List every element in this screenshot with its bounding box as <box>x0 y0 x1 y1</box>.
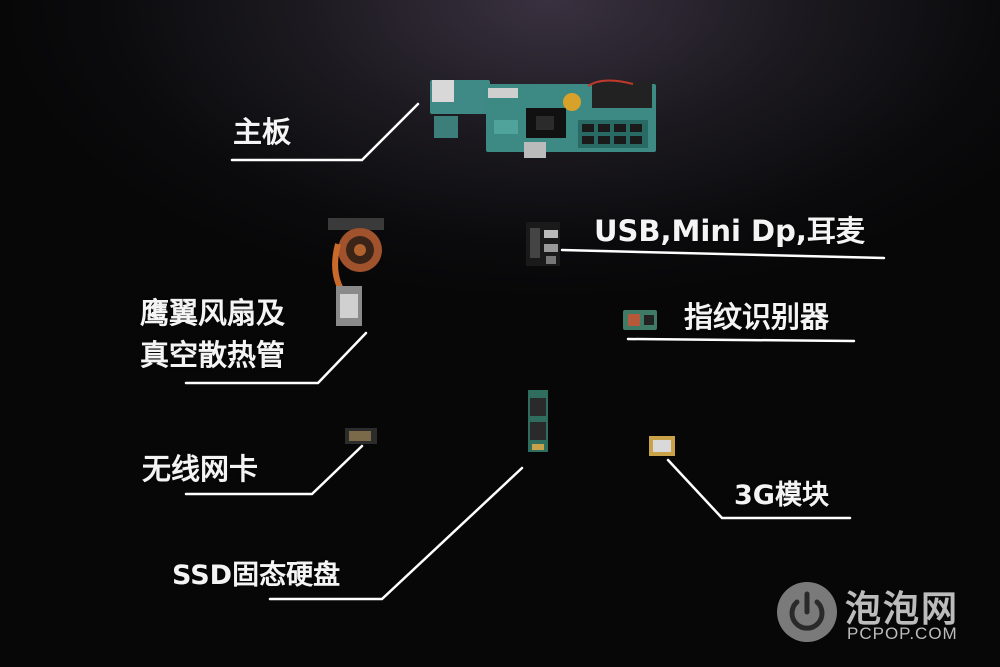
label-fan-line2: 真空散热管 <box>140 338 286 372</box>
label-3g: 3G模块 <box>734 480 829 511</box>
line-ssd <box>268 466 524 601</box>
ports-board-image <box>526 222 560 266</box>
label-ssd: SSD固态硬盘 <box>172 560 341 591</box>
watermark: 泡泡网 PCPOP.COM <box>775 578 985 648</box>
line-motherboard <box>230 102 420 162</box>
power-icon <box>777 582 837 642</box>
line-fan <box>184 331 368 385</box>
label-ports: USB,Mini Dp,耳麦 <box>594 214 865 248</box>
line-3g <box>666 458 852 520</box>
watermark-site: PCPOP.COM <box>847 624 958 643</box>
line-fingerprint <box>626 337 856 343</box>
fan-heatpipe-image <box>328 218 384 326</box>
ssd-image <box>528 390 548 452</box>
3g-module-image <box>649 436 675 456</box>
line-ports <box>560 248 886 260</box>
label-motherboard: 主板 <box>233 115 292 149</box>
label-wifi: 无线网卡 <box>142 452 259 486</box>
label-fan-line1: 鹰翼风扇及 <box>140 296 286 330</box>
label-fingerprint: 指纹识别器 <box>684 300 830 334</box>
watermark-name: 泡泡网 <box>845 589 960 630</box>
wifi-card-image <box>345 428 377 444</box>
line-wifi <box>184 444 364 496</box>
motherboard-image <box>430 79 656 158</box>
fingerprint-reader-image <box>623 310 657 330</box>
